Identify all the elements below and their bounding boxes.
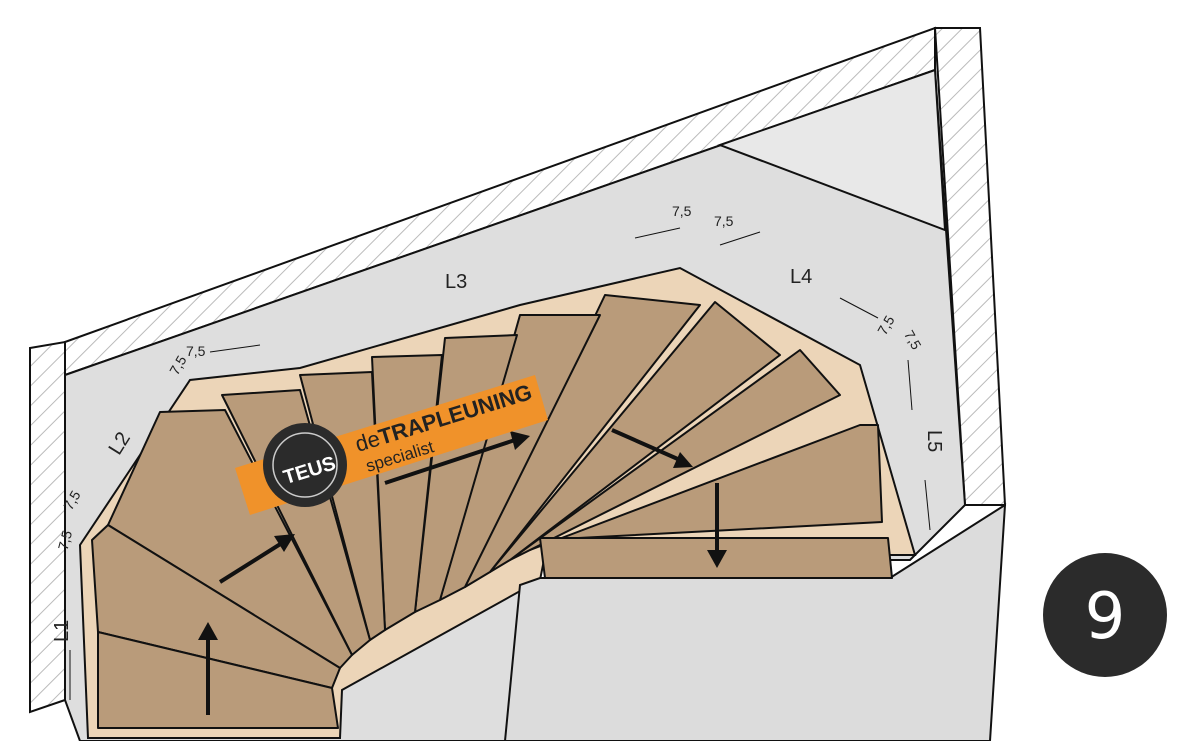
logo-seal xyxy=(263,423,347,507)
left-wall xyxy=(29,340,66,714)
arrow-icon xyxy=(218,541,284,584)
label-l3: L3 xyxy=(445,271,467,293)
arrow-icon xyxy=(611,428,681,462)
tread xyxy=(107,409,353,669)
direction-arrows xyxy=(198,428,727,715)
tread xyxy=(509,349,841,561)
tread xyxy=(489,301,781,573)
tread xyxy=(221,389,371,656)
tread xyxy=(97,631,339,729)
label-l4: L4 xyxy=(790,266,812,288)
variant-number: 9 xyxy=(1085,580,1126,654)
offset-label: 7,5 xyxy=(186,343,206,359)
variant-badge: 9 xyxy=(1043,553,1167,677)
label-l5: L5 xyxy=(923,430,945,452)
walls xyxy=(29,26,1007,714)
offset-label: 7,5 xyxy=(672,203,692,219)
wall-face xyxy=(717,68,947,232)
tread xyxy=(91,524,341,689)
tread xyxy=(529,424,883,551)
offset-label: 7,5 xyxy=(55,529,76,552)
offset-label: 7,5 xyxy=(714,213,734,229)
label-l1: L1 xyxy=(51,620,73,642)
arrow-icon xyxy=(384,438,516,485)
